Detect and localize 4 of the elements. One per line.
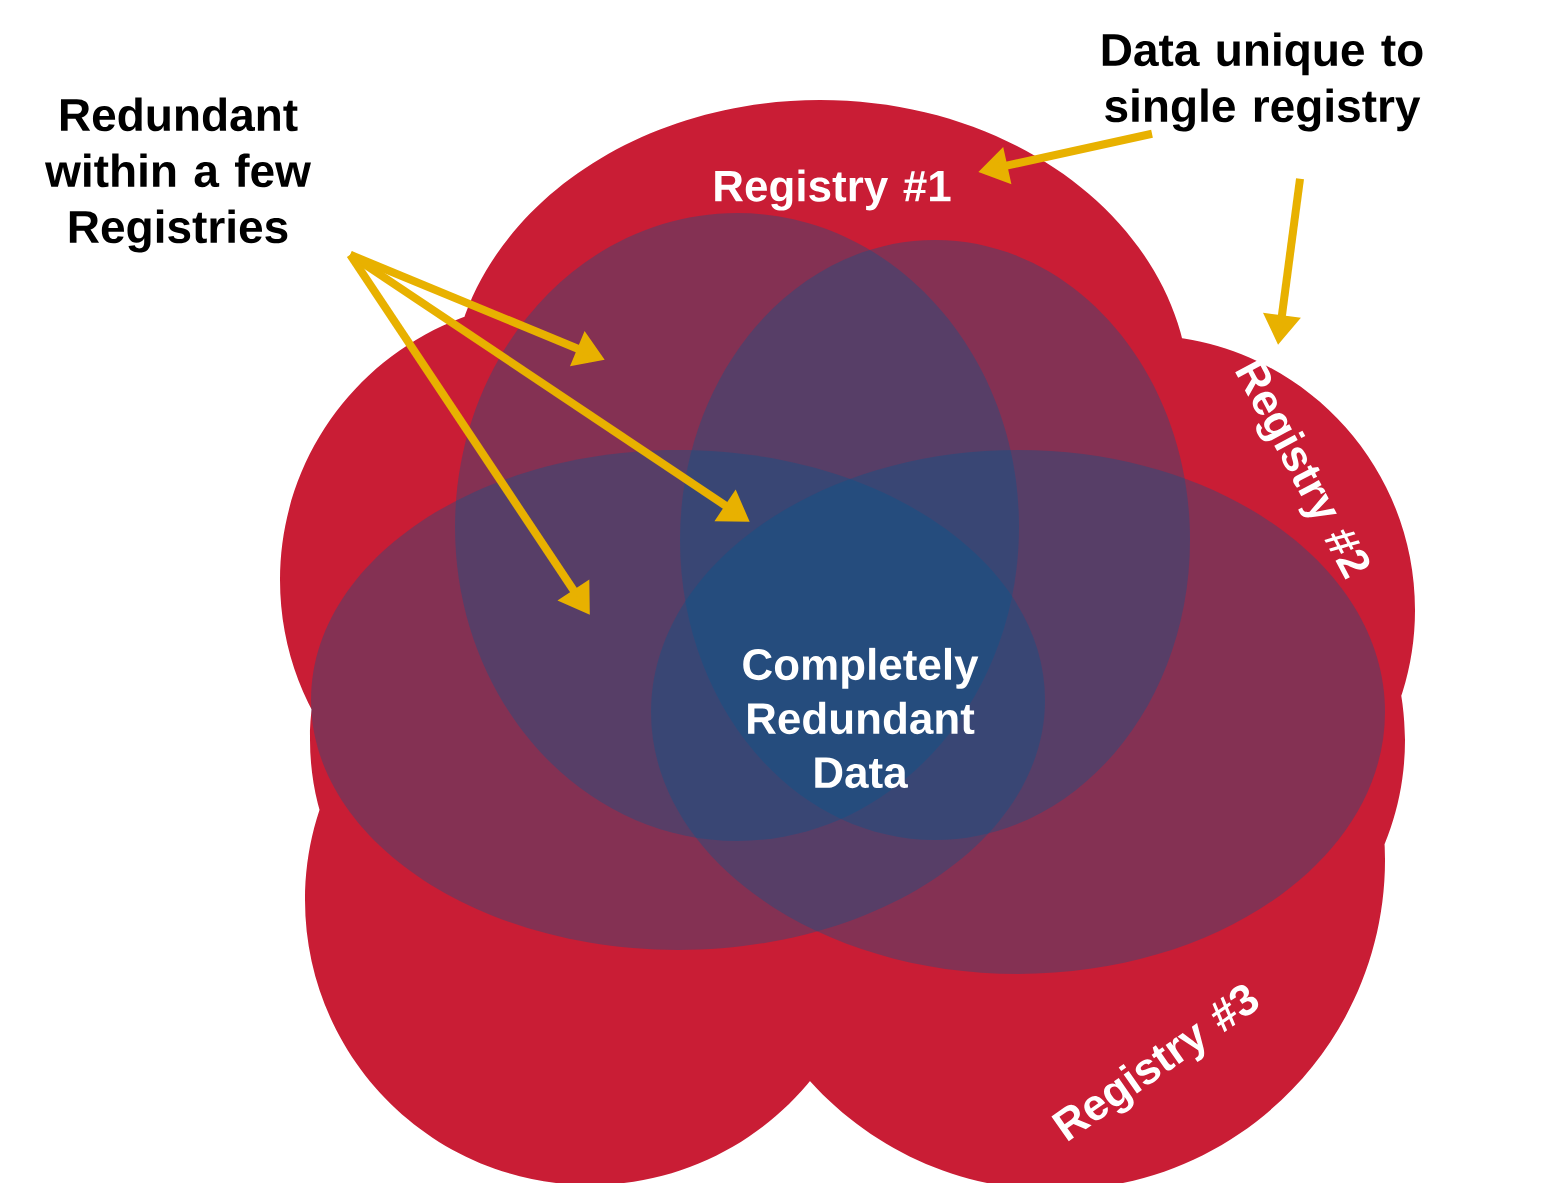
- callout-text: Data unique to single registry: [1102, 32, 1423, 132]
- callout-text: Redundant within a few Registries: [44, 97, 311, 253]
- center-label: Completely Redundant Data: [743, 647, 979, 789]
- circle-label: Registry #1: [715, 169, 951, 211]
